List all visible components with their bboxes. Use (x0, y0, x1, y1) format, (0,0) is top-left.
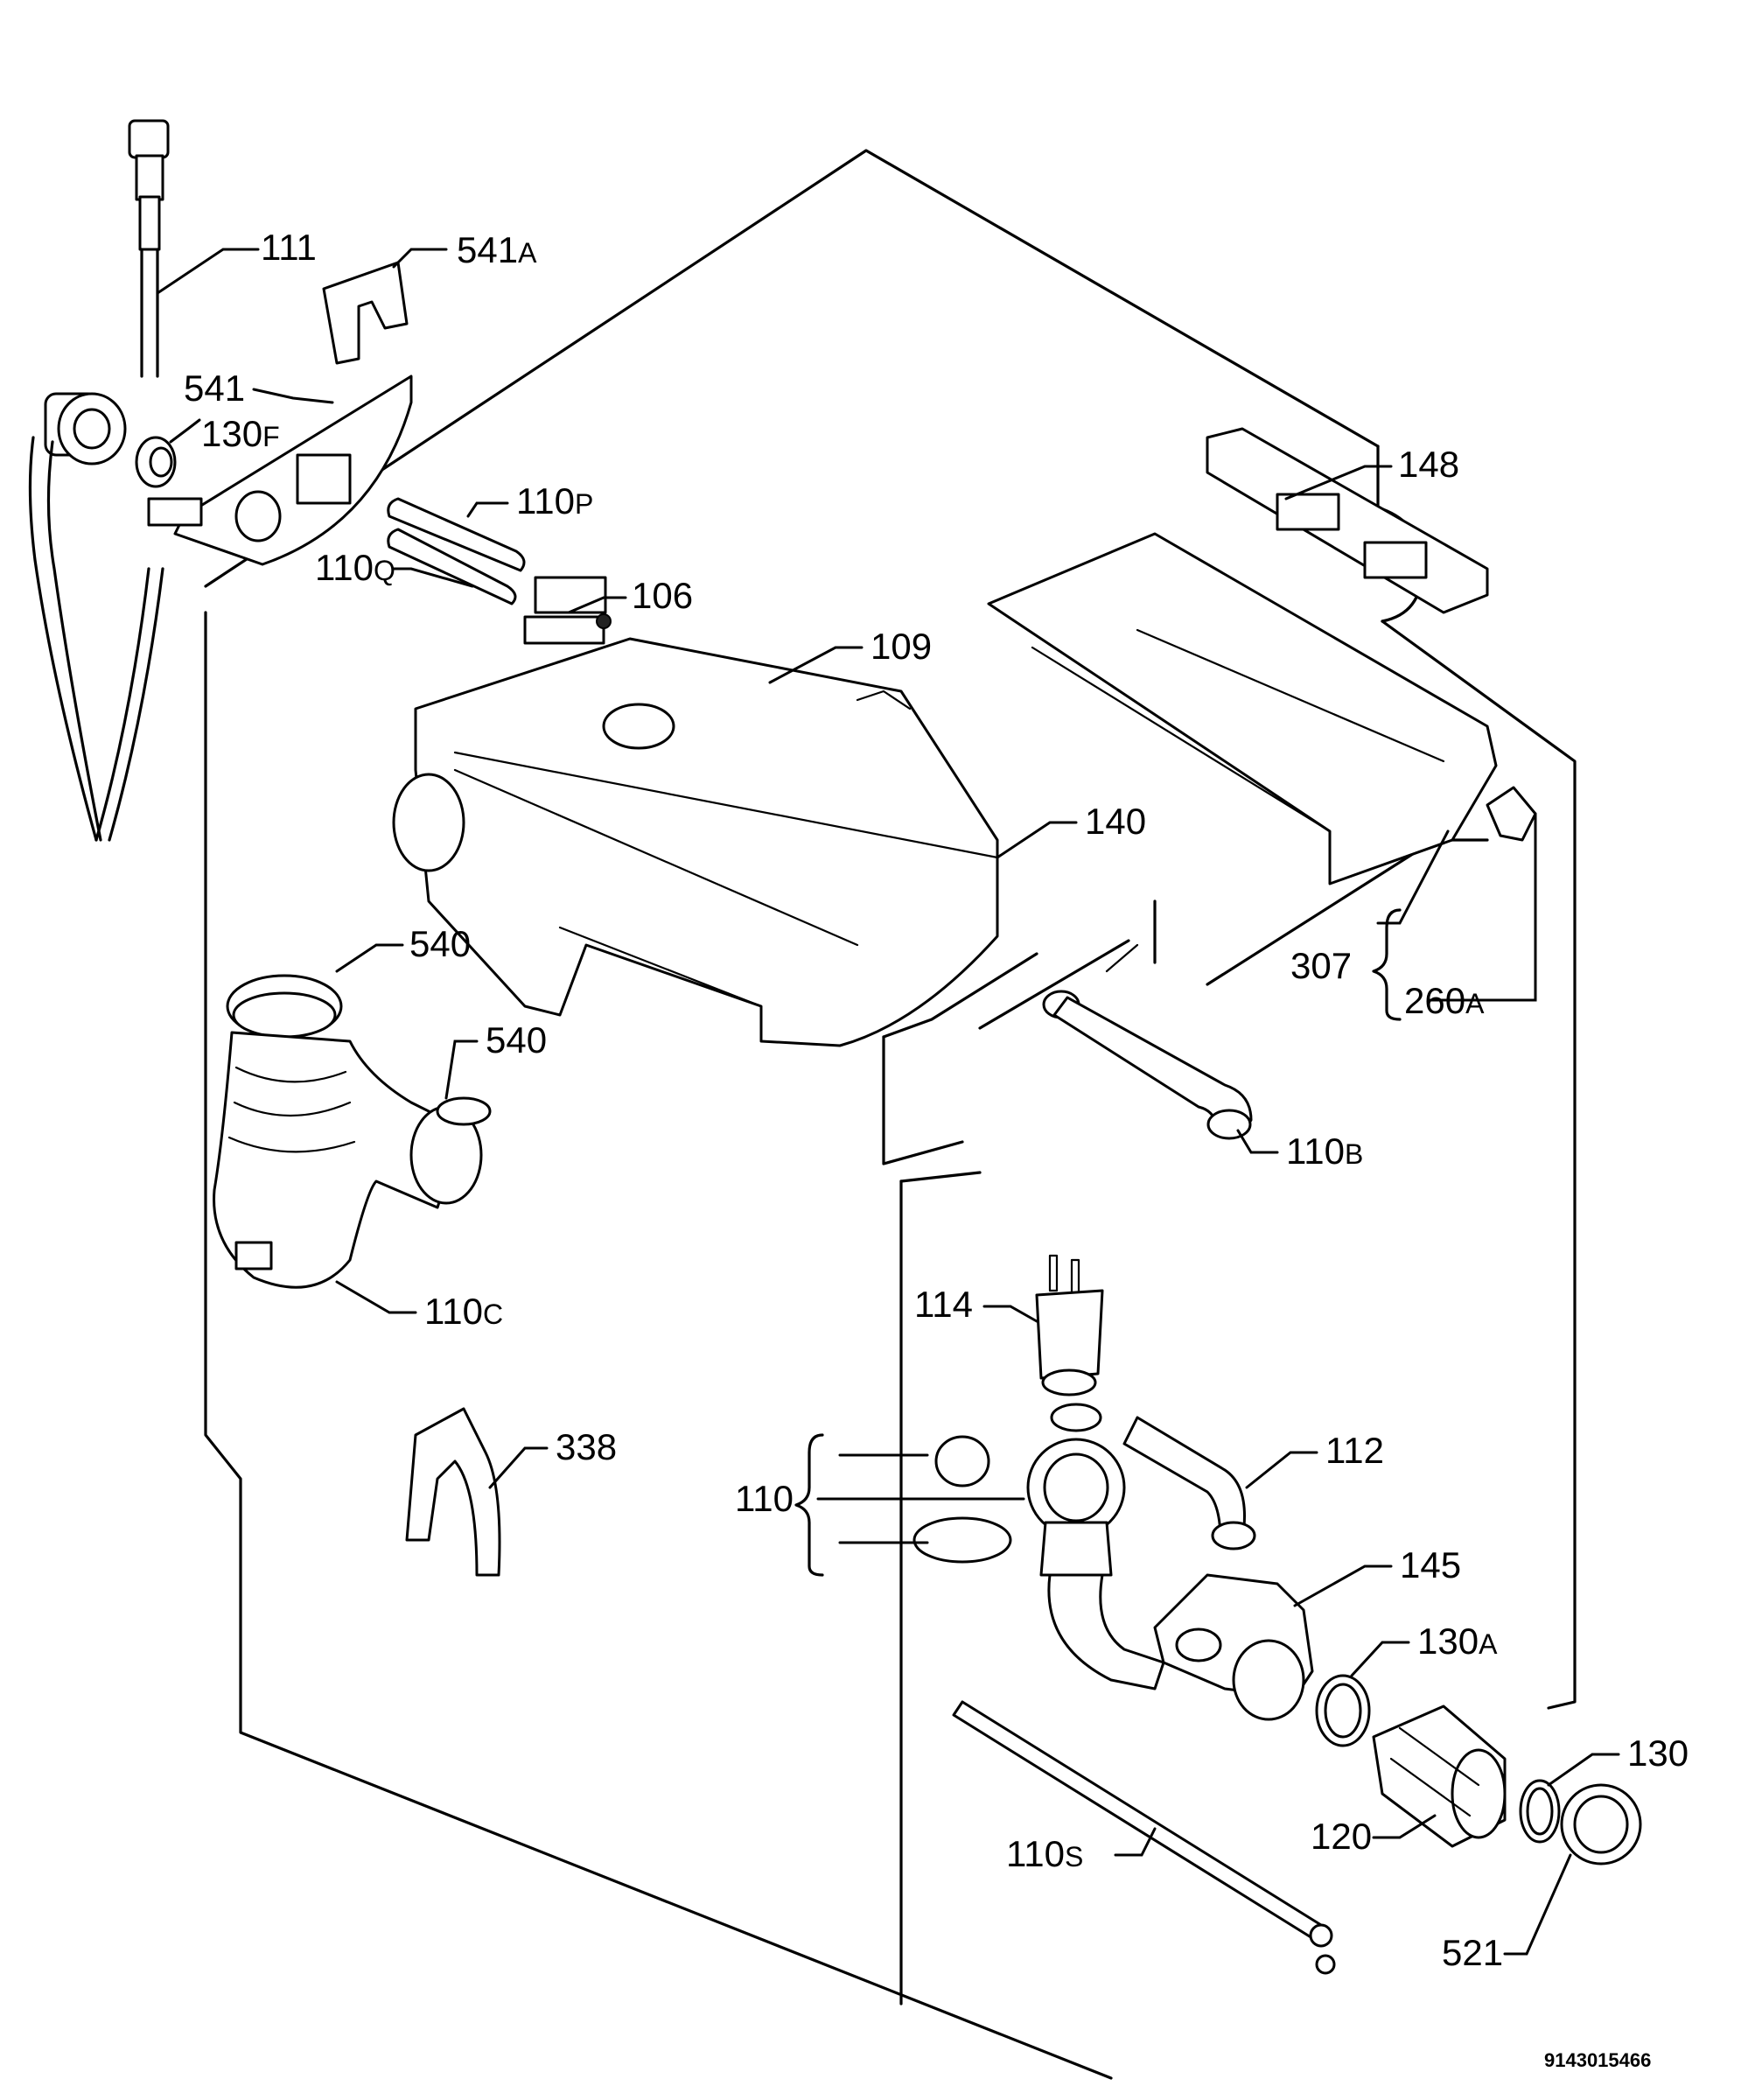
drawer-307-part (987, 532, 1498, 886)
clip-338-part (405, 1407, 501, 1577)
label-110p: 110P (516, 480, 593, 522)
filter-120-part (1372, 1704, 1507, 1848)
sump-110-part (912, 1403, 1165, 1690)
label-106: 106 (632, 575, 693, 616)
label-110c: 110C (424, 1291, 503, 1332)
label-540-top: 540 (409, 923, 471, 964)
label-541: 541 (184, 368, 245, 409)
brace-307 (1372, 908, 1402, 1021)
label-111: 111 (261, 227, 317, 268)
label-260a: 260A (1404, 980, 1485, 1021)
label-110s: 110S (1006, 1833, 1083, 1874)
cabinet-outline (204, 149, 1577, 2080)
inlet-hose-part (28, 119, 170, 842)
ring-130a-part (1315, 1674, 1371, 1747)
label-110b: 110B (1286, 1130, 1363, 1172)
label-130: 130 (1627, 1732, 1689, 1774)
ring-130-part (1519, 1779, 1561, 1844)
label-140: 140 (1085, 801, 1146, 842)
tubes-110p-110q-part (387, 497, 526, 606)
label-130f: 130F (201, 413, 280, 454)
label-148: 148 (1398, 444, 1459, 485)
label-540-clamp: 540 (486, 1019, 547, 1060)
bracket-541-part (147, 374, 413, 566)
label-338: 338 (556, 1426, 617, 1467)
top-cover-148-part (1206, 427, 1489, 614)
drawing-code: 9143015466 (1544, 2049, 1651, 2071)
bellows-540-part (213, 974, 492, 1289)
label-110: 110 (735, 1478, 794, 1519)
hose-110b-part (1042, 990, 1253, 1140)
label-112: 112 (1325, 1430, 1384, 1471)
gasket-130f-part (135, 436, 177, 488)
label-130a: 130A (1417, 1620, 1498, 1662)
part-labels: 111 541A 541 130F 110P 110Q 106 109 148 … (184, 227, 1689, 1973)
leader-lines (156, 248, 1620, 1956)
label-120: 120 (1311, 1816, 1372, 1857)
hose-112-part (1122, 1416, 1256, 1550)
label-145: 145 (1400, 1544, 1461, 1586)
label-109: 109 (871, 626, 932, 667)
label-521: 521 (1442, 1932, 1503, 1973)
clip-541a-part (322, 261, 409, 365)
dispenser-housing-part (392, 637, 999, 1047)
label-541a: 541A (457, 229, 537, 270)
valve-106-part (523, 576, 612, 645)
pump-housing-145-part (1153, 1573, 1314, 1721)
label-307: 307 (1290, 945, 1352, 986)
part-260a (1486, 786, 1537, 842)
label-110q: 110Q (315, 547, 395, 588)
cap-521-part (1560, 1783, 1642, 1866)
pressure-switch-114-part (1035, 1254, 1104, 1396)
label-114: 114 (914, 1284, 973, 1325)
brace-110 (794, 1433, 824, 1577)
rod-110s-part (952, 1700, 1336, 1975)
